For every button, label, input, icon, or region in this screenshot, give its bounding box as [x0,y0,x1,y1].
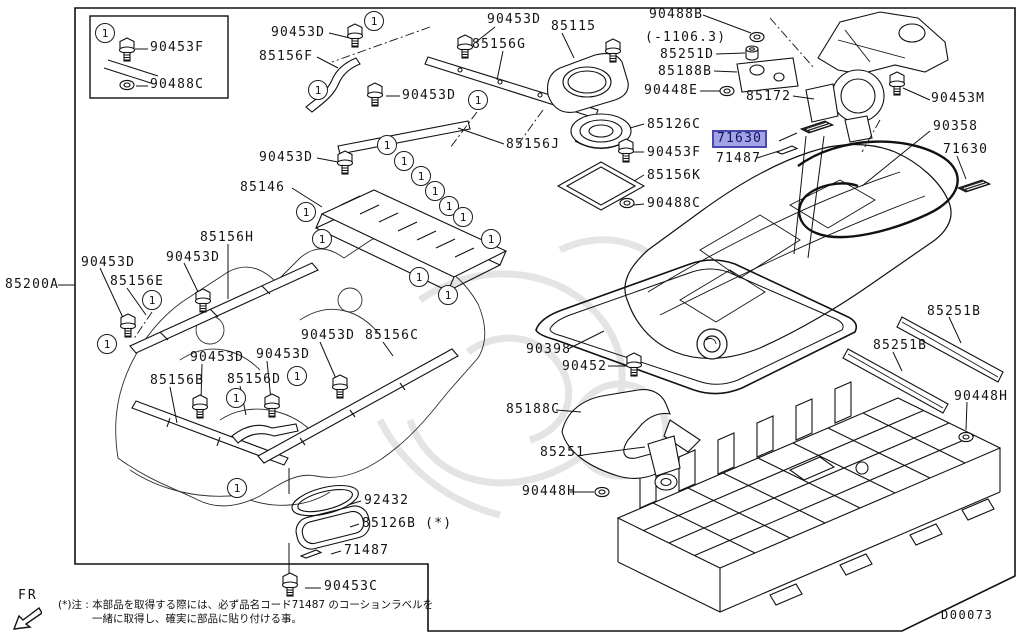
quantity-callout: 1 [468,90,488,110]
leader-lines [58,14,968,589]
quantity-callout: 1 [364,11,384,31]
part-label[interactable]: 85156D [227,372,282,387]
quantity-callout: 1 [312,229,332,249]
quantity-callout: 1 [394,151,414,171]
part-label[interactable]: 85188B [658,64,713,79]
gasket-plates-drawing [291,53,646,550]
part-label[interactable]: 92432 [364,493,410,508]
part-label[interactable]: 71630 [943,142,989,157]
part-label[interactable]: 90398 [526,342,572,357]
part-label[interactable]: 85156F [259,49,314,64]
quantity-callout: 1 [453,207,473,227]
part-label[interactable]: 90488B [649,7,704,22]
fr-label: FR [18,588,38,603]
part-label[interactable]: 85156C [365,328,420,343]
part-label[interactable]: 85156G [472,37,527,52]
part-label[interactable]: 90453M [931,91,986,106]
part-label[interactable]: 85115 [551,19,597,34]
part-label[interactable]: 90453D [402,88,457,103]
battery-tray-drawing [616,381,1002,613]
quantity-callout: 1 [97,334,117,354]
quantity-callout: 1 [287,366,307,386]
part-label[interactable]: 90488C [150,77,205,92]
part-label[interactable]: 90448E [644,83,699,98]
part-label[interactable]: 85126B (*) [362,516,453,531]
part-label[interactable]: 85146 [240,180,286,195]
part-label[interactable]: 90453F [647,145,702,160]
part-label[interactable]: 85251B [873,338,928,353]
part-label[interactable]: 90453D [190,350,245,365]
part-label[interactable]: 90452 [562,359,608,374]
footnote-line-2: 一緒に取得し、確実に部品に貼り付ける事。 [92,613,302,625]
part-label[interactable]: 90453F [150,40,205,55]
quantity-callout: 1 [227,478,247,498]
legend-box [89,15,229,99]
quantity-callout: 1 [308,80,328,100]
part-label[interactable]: 90453D [166,250,221,265]
part-label[interactable]: 90453D [301,328,356,343]
part-label[interactable]: 85188C [506,402,561,417]
quantity-callout: 1 [411,166,431,186]
part-label[interactable]: 85156B [150,373,205,388]
quantity-callout: 1 [438,285,458,305]
part-label[interactable]: 90453D [259,150,314,165]
part-label[interactable]: 85156H [200,230,255,245]
part-label[interactable]: 71487 [716,151,762,166]
part-label[interactable]: 85156E [110,274,165,289]
mounting-rails-drawing [129,56,599,466]
drawing-number: D00073 [941,608,994,622]
part-label[interactable]: 85126C [647,117,702,132]
part-label[interactable]: 90453D [256,347,311,362]
part-label[interactable]: 90453D [81,255,136,270]
quantity-callout: 1 [142,290,162,310]
part-label[interactable]: 90453D [271,25,326,40]
vehicle-underbody-drawing [115,236,486,507]
quantity-callout: 1 [481,229,501,249]
quantity-callout: 1 [425,181,445,201]
quantity-callout: 1 [226,388,246,408]
part-label[interactable]: 90453C [324,579,379,594]
part-label[interactable]: 85156J [506,137,561,152]
blower-duct-drawing [736,11,959,239]
part-label[interactable]: 71487 [344,543,390,558]
part-label[interactable]: 90448H [954,389,1009,404]
fr-arrow-icon [12,606,43,630]
dash-dot-lines [132,17,881,341]
orientation-marker: FR [12,588,43,635]
part-label[interactable]: 90358 [933,119,979,134]
diagram-border [74,7,1016,632]
part-label[interactable]: 85156K [647,168,702,183]
bracket-drawing [561,316,1004,491]
quantity-callout: 1 [409,267,429,287]
quantity-callout: 1 [296,202,316,222]
part-label-selected[interactable]: 71630 [712,130,768,148]
part-label[interactable]: 90453D [487,12,542,27]
part-label[interactable]: 85251B [927,304,982,319]
part-label[interactable]: 85251D [660,47,715,62]
part-label[interactable]: 85200A [5,277,60,292]
footnote-line-1: (*)注 : 本部品を取得する際には、必ず品名コード71487 のコーションラベ… [58,599,434,611]
part-label[interactable]: (-1106.3) [645,30,727,45]
part-label[interactable]: 85251 [540,445,586,460]
battery-cover-drawing [535,143,952,395]
quantity-callout: 1 [377,135,397,155]
quantity-callout: 1 [95,23,115,43]
part-label[interactable]: 90448H [522,484,577,499]
part-label[interactable]: 90488C [647,196,702,211]
caution-footnote: (*)注 : 本部品を取得する際には、必ず品名コード71487 のコーションラベ… [58,598,433,626]
part-label[interactable]: 85172 [746,89,792,104]
